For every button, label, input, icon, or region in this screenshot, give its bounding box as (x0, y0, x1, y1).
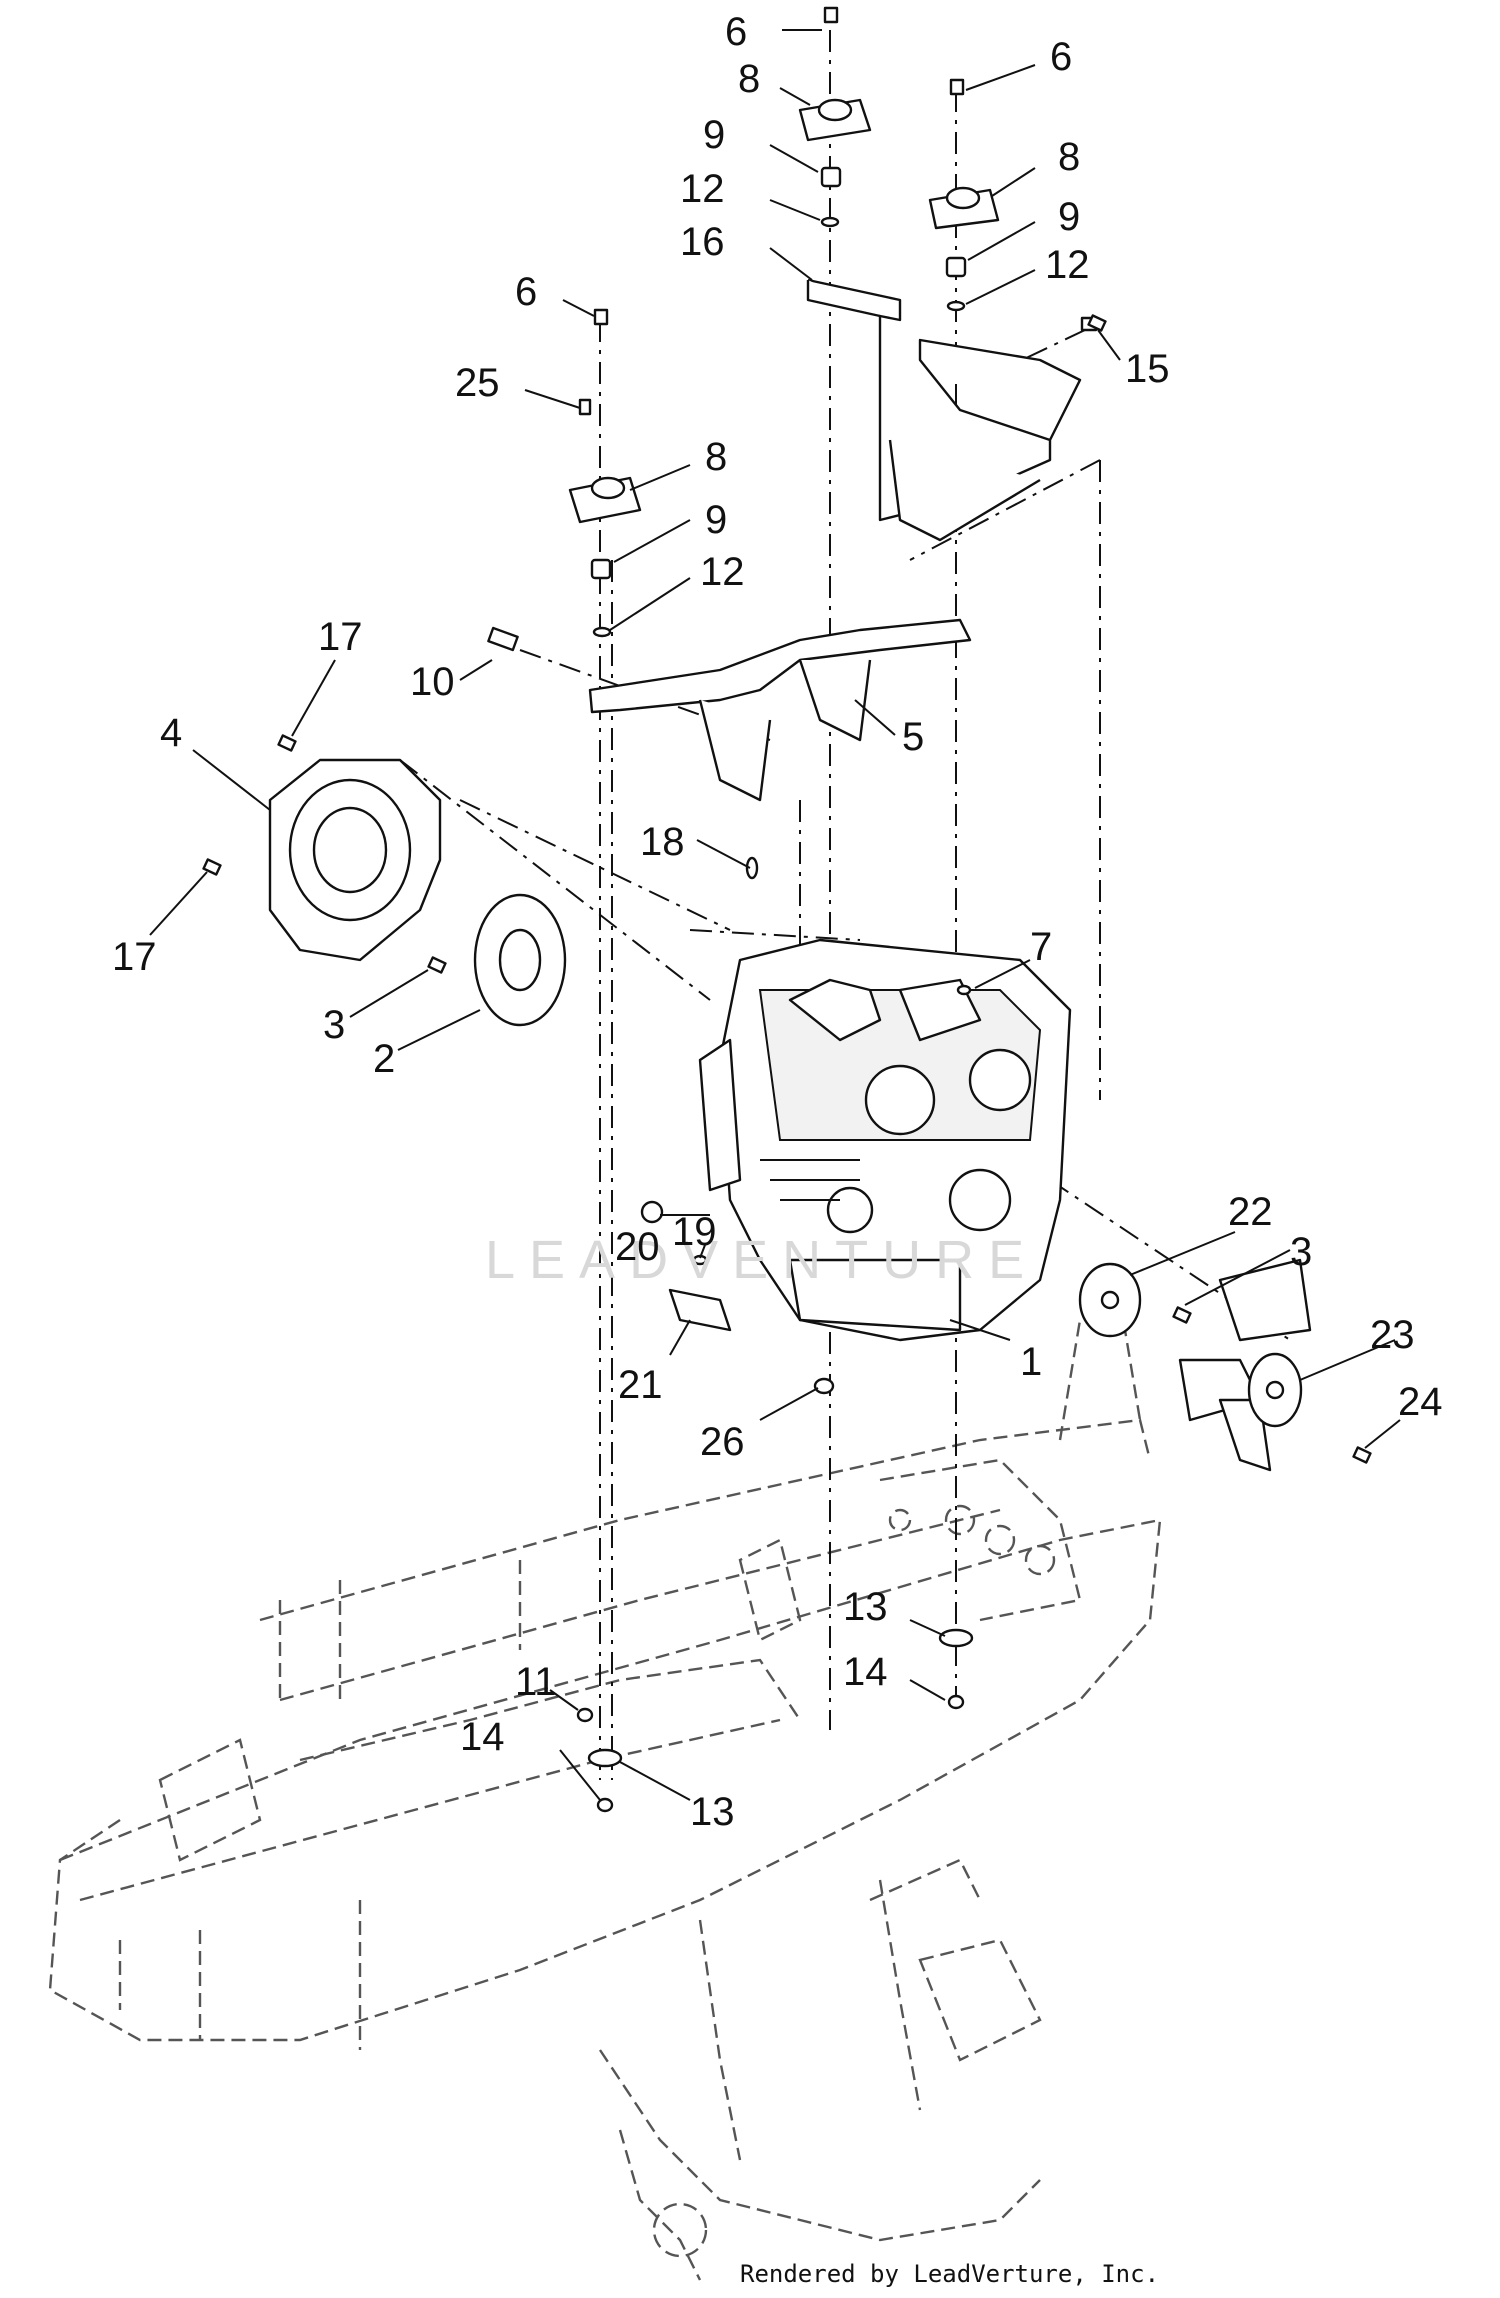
callout-25: 25 (455, 361, 500, 405)
part-bracket-16 (806, 278, 1082, 542)
callout-23: 23 (1370, 1313, 1415, 1357)
callout-1: 1 (1020, 1340, 1042, 1384)
callout-22: 22 (1228, 1190, 1273, 1234)
callout-12: 12 (1045, 243, 1090, 287)
part-crossmember-10 (487, 618, 972, 802)
callout-13: 13 (690, 1790, 735, 1834)
callout-18: 18 (640, 820, 685, 864)
part-engine-1 (698, 938, 1072, 1342)
watermark-text: LEADVENTURE (485, 1230, 1038, 1290)
callout-17: 17 (318, 615, 363, 659)
part-plate-2 (473, 893, 567, 1027)
chassis-frame (48, 1298, 1162, 2281)
callout-9: 9 (1058, 195, 1080, 239)
callout-8: 8 (738, 57, 760, 101)
callout-3: 3 (1290, 1230, 1312, 1274)
callout-12: 12 (680, 167, 725, 211)
part-small-hardware (202, 314, 1372, 1813)
footer-credit: Rendered by LeadVerture, Inc. (740, 2260, 1159, 2288)
callout-9: 9 (703, 113, 725, 157)
part-bolts-6 (593, 6, 1098, 332)
callout-14: 14 (843, 1650, 888, 1694)
callout-13: 13 (843, 1585, 888, 1629)
callout-6: 6 (515, 270, 537, 314)
part-spacers-9-12 (590, 166, 967, 638)
callout-labels: 6 8 9 12 16 6 8 9 12 15 6 25 8 9 12 10 5… (112, 10, 1443, 1834)
callout-6: 6 (1050, 35, 1072, 79)
callout-11: 11 (515, 1660, 557, 1704)
callout-14: 14 (460, 1715, 505, 1759)
callout-3: 3 (323, 1003, 345, 1047)
callout-9: 9 (705, 498, 727, 542)
callout-5: 5 (902, 715, 924, 759)
callout-10: 10 (410, 660, 455, 704)
callout-6: 6 (725, 10, 747, 54)
part-mounts-8 (568, 98, 1000, 524)
callout-8: 8 (705, 435, 727, 479)
callout-4: 4 (160, 711, 182, 755)
callout-8: 8 (1058, 135, 1080, 179)
callout-20: 20 (615, 1225, 660, 1269)
callout-7: 7 (1030, 925, 1052, 969)
callout-15: 15 (1125, 347, 1170, 391)
part-fan-23 (1178, 1258, 1312, 1472)
part-hub-22 (1078, 1262, 1142, 1338)
part-flywheel-housing-4 (268, 758, 442, 962)
leader-lines (149, 29, 1401, 1801)
callout-24: 24 (1398, 1380, 1443, 1424)
callout-21: 21 (618, 1363, 663, 1407)
callout-19: 19 (672, 1210, 717, 1254)
callout-26: 26 (700, 1420, 745, 1464)
callout-16: 16 (680, 220, 725, 264)
callout-2: 2 (373, 1037, 395, 1081)
callout-12: 12 (700, 550, 745, 594)
callout-17: 17 (112, 935, 157, 979)
